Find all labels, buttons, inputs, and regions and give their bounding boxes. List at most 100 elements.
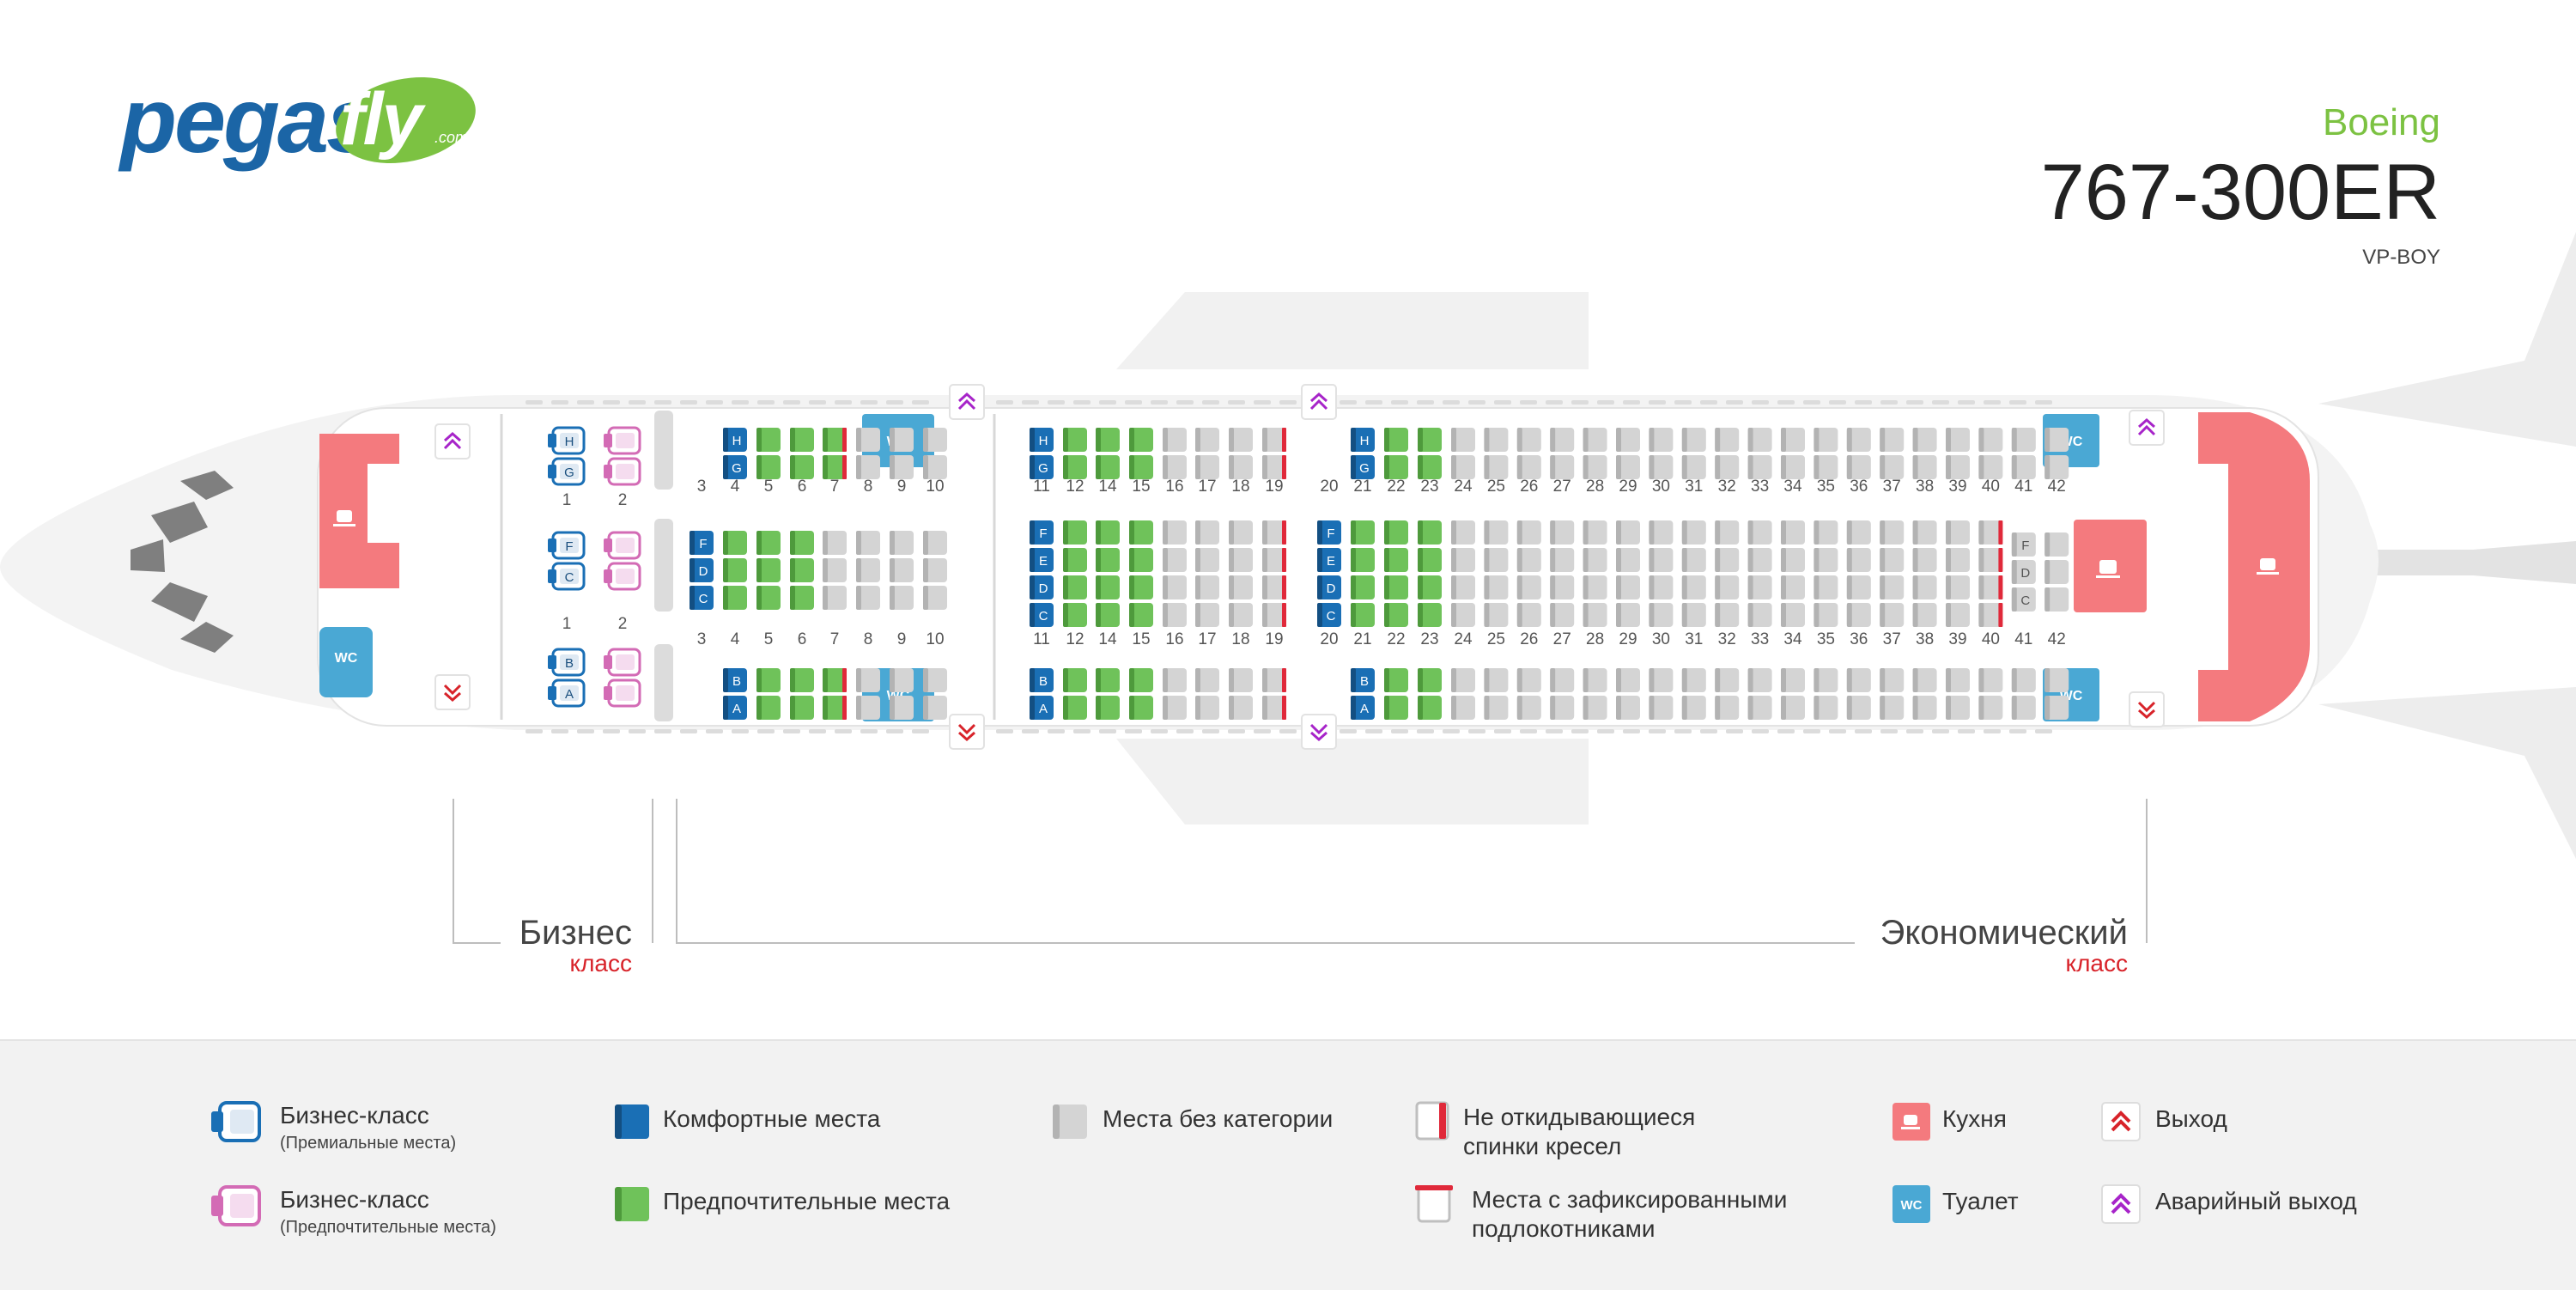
legend-non-reclining-line1: Не откидывающиеся <box>1463 1104 1696 1130</box>
window-upper <box>886 400 903 405</box>
row-number: 35 <box>1817 478 1835 496</box>
window-upper <box>654 400 671 405</box>
seat-cushion <box>2011 428 2036 452</box>
seat-32B <box>1715 668 1740 692</box>
seat-26F <box>1516 520 1541 545</box>
seat-back <box>1616 603 1621 627</box>
seat-40C <box>1978 603 2003 627</box>
seat-14F <box>1096 520 1120 545</box>
seat-back <box>2011 560 2017 584</box>
seat-41D: D <box>2011 560 2036 584</box>
seat-back <box>923 668 928 692</box>
seat-23F <box>1418 520 1442 545</box>
seat-14E <box>1096 548 1120 572</box>
seat-cushion <box>1681 548 1706 572</box>
seat-17G <box>1195 455 1219 479</box>
seat-back <box>1384 668 1389 692</box>
seat-back <box>1262 696 1267 720</box>
cockpit-windows-icon <box>131 471 234 653</box>
seat-back <box>1516 520 1522 545</box>
seat-17D <box>1195 575 1219 599</box>
seat-cushion <box>1583 575 1607 599</box>
legend-toilet-symbol: WC <box>1901 1198 1923 1213</box>
window-upper <box>1520 400 1537 405</box>
seat-24B <box>1451 668 1475 692</box>
seat-back <box>1649 428 1655 452</box>
seat-cushion <box>1912 575 1937 599</box>
seat-15E <box>1129 548 1153 572</box>
seat-32D <box>1715 575 1740 599</box>
window-upper <box>2009 400 2026 405</box>
aircraft-registration: VP-BOY <box>2362 246 2440 269</box>
window-lower <box>1674 729 1692 733</box>
seat-cushion <box>1384 428 1408 452</box>
seat-back <box>1195 520 1200 545</box>
seat-non-reclining-mark <box>1998 548 2003 572</box>
window-upper <box>680 400 697 405</box>
seat-back <box>790 455 795 479</box>
seat-41B <box>2011 668 2036 692</box>
seat-back <box>1550 575 1556 599</box>
seat-back <box>1715 696 1721 720</box>
seat-33A <box>1747 696 1772 720</box>
seat-30D <box>1649 575 1674 599</box>
seat-21F <box>1351 520 1375 545</box>
seat-back <box>2011 587 2017 612</box>
legend-fixed-armrests-icon <box>1415 1185 1453 1223</box>
window-lower <box>1365 729 1382 733</box>
seat-10F <box>923 531 947 555</box>
seat-cushion <box>890 668 914 692</box>
seat-non-reclining-mark <box>1282 428 1286 452</box>
seat-back <box>790 558 795 582</box>
seat-cushion <box>2011 696 2036 720</box>
seat-cushion <box>1747 696 1772 720</box>
window-lower <box>1176 729 1194 733</box>
seat-cushion <box>2044 696 2069 720</box>
business-seat-cushion <box>560 464 579 479</box>
seat-back <box>1649 603 1655 627</box>
seat-cushion <box>2011 532 2036 557</box>
seat-cushion <box>756 696 781 720</box>
tail-fin <box>2318 541 2576 584</box>
seat-23A <box>1418 696 1442 720</box>
row-number: 7 <box>830 630 840 648</box>
seat-back <box>690 586 695 610</box>
seat-back <box>823 586 828 610</box>
seat-3F: F <box>690 531 714 555</box>
seat-25E <box>1484 548 1509 572</box>
seat-back <box>1978 696 1984 720</box>
seat-cushion <box>856 455 880 479</box>
seat-cushion <box>1516 668 1541 692</box>
seat-back <box>1317 575 1322 599</box>
seat-back <box>1814 603 1820 627</box>
seat-36B <box>1846 668 1871 692</box>
window-lower <box>2035 729 2052 733</box>
seat-cushion <box>923 696 947 720</box>
seat-back <box>1030 696 1035 720</box>
seat-cushion <box>1030 548 1054 572</box>
seat-42G <box>2044 455 2069 479</box>
legend-business-preferred-label: Бизнес-класс <box>280 1186 429 1213</box>
seat-23B <box>1418 668 1442 692</box>
seat-cushion <box>1418 668 1442 692</box>
window-upper <box>1932 400 1949 405</box>
seat-35H <box>1814 428 1838 452</box>
row-number: 32 <box>1718 478 1736 496</box>
seat-cushion <box>1030 428 1054 452</box>
seat-cushion <box>1262 575 1286 599</box>
seat-37H <box>1880 428 1905 452</box>
window-upper <box>706 400 723 405</box>
seat-33H <box>1747 428 1772 452</box>
seat-cushion <box>1978 603 2003 627</box>
window-upper <box>1855 400 1872 405</box>
seat-cushion <box>690 531 714 555</box>
seat-cushion <box>1163 520 1187 545</box>
seat-30A <box>1649 696 1674 720</box>
seat-6F <box>790 531 814 555</box>
window-lower <box>783 729 800 733</box>
row-number: 38 <box>1916 630 1934 648</box>
seat-27G <box>1550 455 1575 479</box>
business-seat-back <box>548 686 556 700</box>
seat-cushion <box>1317 575 1341 599</box>
seat-34C <box>1781 603 1805 627</box>
